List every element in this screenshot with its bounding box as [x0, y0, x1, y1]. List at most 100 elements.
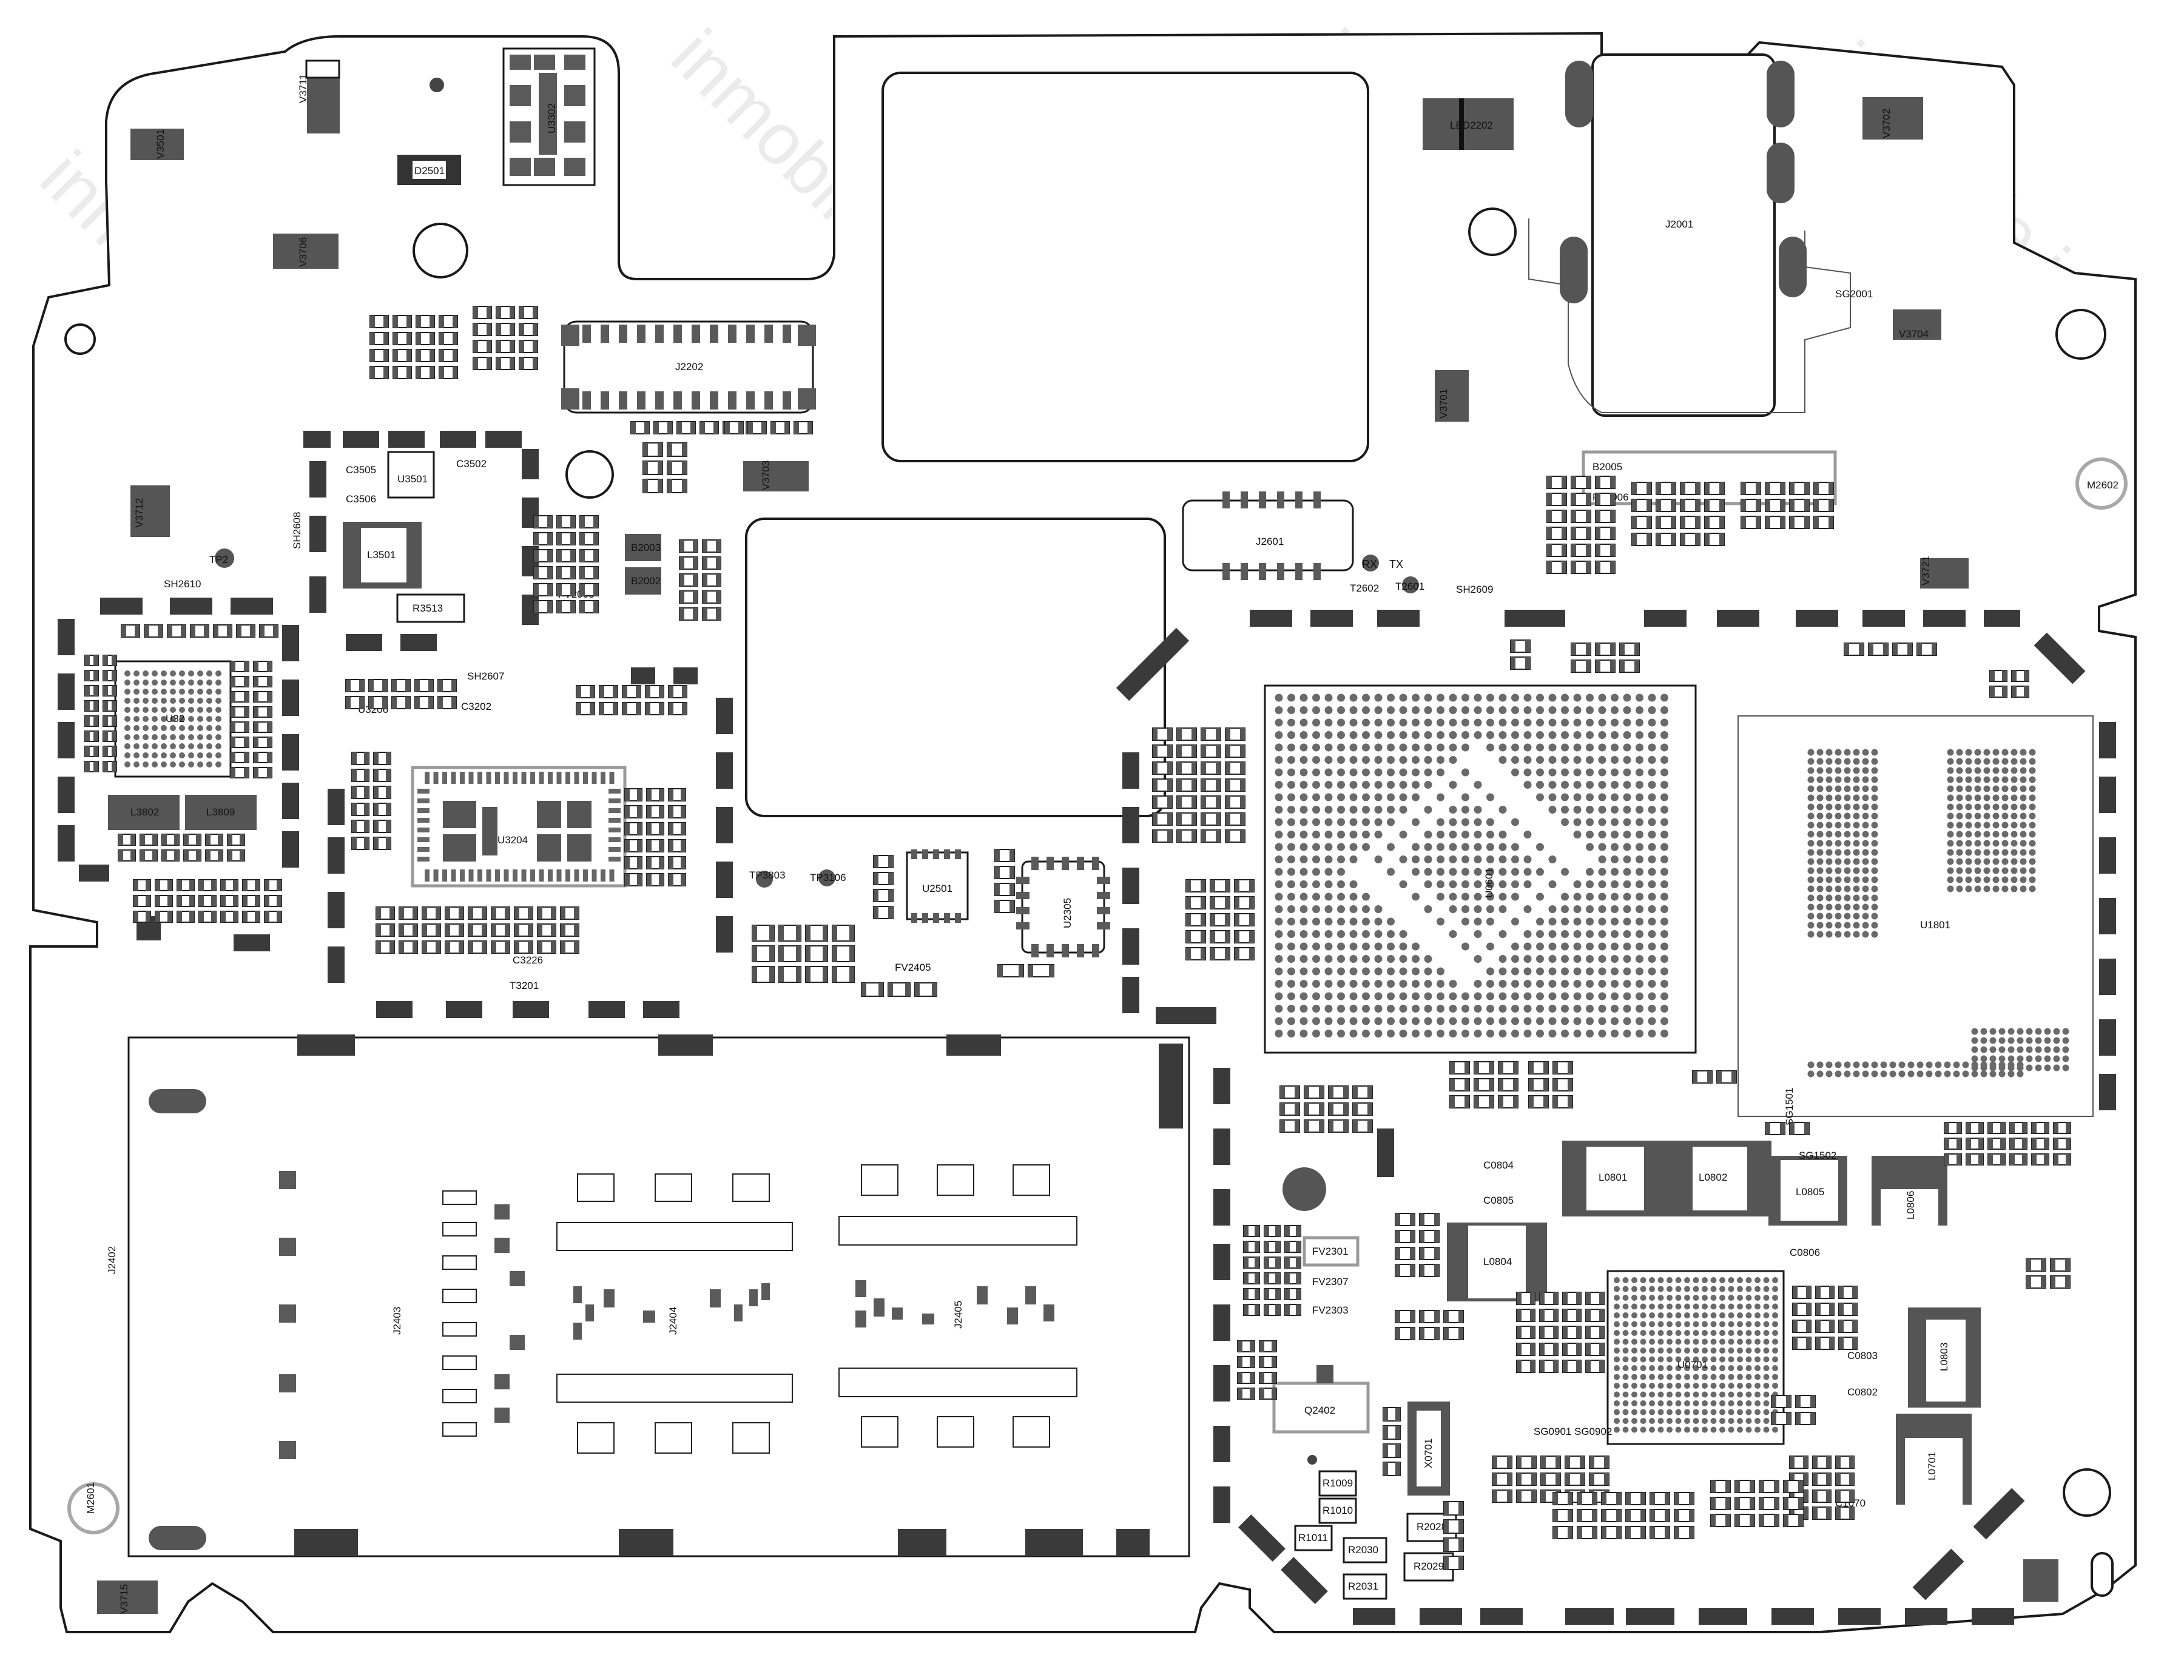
pad [1395, 1408, 1400, 1421]
pad [1304, 1086, 1309, 1098]
bga-ball [1461, 992, 1469, 1000]
pad [1525, 657, 1530, 669]
pad [85, 746, 90, 757]
bga-ball [1498, 955, 1507, 963]
bga-ball [2029, 849, 2036, 856]
pad [608, 789, 621, 794]
pad [1568, 1527, 1572, 1539]
pad [878, 983, 883, 996]
bga-ball [1573, 818, 1582, 826]
pad [1395, 1426, 1400, 1439]
bga-ball [1374, 693, 1383, 702]
pad [1803, 1456, 1808, 1468]
pad [1707, 1071, 1712, 1083]
bga-ball [1461, 718, 1469, 727]
bga-ball [1299, 917, 1308, 926]
bga-ball [1640, 1330, 1646, 1336]
pad [625, 857, 630, 869]
bga-ball [1636, 868, 1643, 876]
bga-ball [215, 680, 221, 686]
pad [468, 869, 474, 882]
pad [567, 834, 592, 862]
pad [771, 422, 776, 434]
pad [1264, 1226, 1269, 1236]
pad [1780, 499, 1785, 511]
pad [1201, 728, 1206, 740]
bga-ball [1461, 892, 1469, 901]
bga-ball [1728, 1409, 1734, 1415]
pad [1410, 1213, 1415, 1226]
pad [1626, 1510, 1631, 1522]
bga-ball [1275, 917, 1283, 926]
pad [103, 746, 108, 757]
bga-ball [1536, 1005, 1544, 1013]
bga-ball [1980, 1061, 1987, 1068]
bga-ball [1362, 892, 1370, 901]
bga-ball [1523, 905, 1532, 913]
bga-ball [161, 761, 167, 767]
pad [2022, 1154, 2027, 1165]
bga-ball [1862, 931, 1869, 938]
pad [1568, 1079, 1572, 1091]
pad [443, 801, 476, 828]
bga-ball [1965, 849, 1972, 856]
pad [277, 880, 281, 891]
pad [417, 857, 430, 862]
bga-ball [1623, 955, 1631, 963]
bga-ball [179, 752, 185, 758]
bga-ball [1449, 855, 1457, 863]
pad [167, 625, 172, 637]
bga-ball [1349, 1030, 1358, 1037]
chip-u3501 [387, 451, 435, 499]
pad [244, 661, 249, 672]
bga-ball [1640, 1400, 1646, 1406]
bga-ball [1745, 1400, 1752, 1406]
pad [442, 772, 447, 784]
pad [383, 332, 388, 345]
bga-ball [1702, 1356, 1708, 1363]
bga-ball [1816, 1070, 1824, 1078]
component-v3706 [273, 234, 339, 269]
pad [608, 828, 621, 832]
pad [505, 907, 510, 919]
bga-ball [1675, 1391, 1682, 1398]
bga-ball [1511, 942, 1519, 951]
pad [1444, 1311, 1449, 1323]
pad [1249, 931, 1254, 943]
pad [451, 697, 456, 709]
pad [1444, 1502, 1449, 1515]
bga-ball [1511, 868, 1519, 876]
bga-ball [2001, 776, 2009, 783]
bga-ball [1437, 892, 1444, 901]
pad [593, 584, 598, 596]
pad [417, 828, 430, 832]
pad [677, 422, 682, 434]
bga-ball [1623, 781, 1631, 789]
bga-ball [1965, 885, 1972, 892]
bga-ball [1737, 1356, 1743, 1363]
pad [1725, 1497, 1730, 1510]
bga-ball [1648, 768, 1656, 777]
bga-ball [1523, 1030, 1532, 1037]
bga-ball [1424, 756, 1432, 764]
pad [915, 983, 920, 996]
bga-ball [1636, 706, 1643, 714]
pad [561, 941, 565, 953]
bga-ball [1844, 767, 1851, 774]
bga-ball [1728, 1338, 1734, 1345]
pad [1259, 1357, 1264, 1368]
pad [1956, 1154, 1961, 1165]
pad [1235, 880, 1239, 892]
bga-ball [1387, 980, 1395, 988]
bga-ball [1980, 1055, 1987, 1062]
pad [152, 834, 157, 845]
bga-ball [1983, 794, 1990, 801]
bga-ball [1636, 942, 1643, 951]
bga-ball [2062, 1037, 2069, 1044]
bga-ball [1623, 1017, 1631, 1025]
bga-ball [2001, 767, 2009, 774]
bga-ball [1573, 743, 1582, 752]
label-c3202: C3202 [461, 701, 491, 712]
bga-ball [1523, 992, 1532, 1000]
pad [233, 911, 238, 922]
